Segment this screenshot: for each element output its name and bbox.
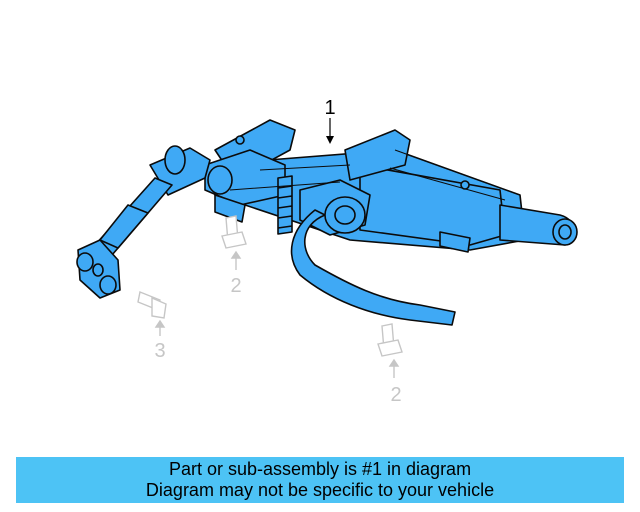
bolt-3: 3 [137, 291, 167, 362]
callout-2-right-label: 2 [390, 384, 401, 406]
steering-column-assembly [76, 119, 578, 326]
banner-line-2: Diagram may not be specific to your vehi… [145, 480, 495, 500]
callout-2-left-label: 2 [230, 275, 241, 297]
bolt-2-right: 2 [377, 323, 403, 406]
callout-1-label: 1 [324, 97, 335, 119]
bolt-2-left: 2 [221, 215, 247, 297]
callout-1: 1 [324, 97, 336, 144]
callout-3-label: 3 [154, 340, 165, 362]
parts-diagram: 1 2 3 2 [76, 97, 578, 406]
info-banner: Part or sub-assembly is #1 in diagram Di… [16, 457, 624, 503]
banner-line-1: Part or sub-assembly is #1 in diagram [168, 459, 472, 479]
